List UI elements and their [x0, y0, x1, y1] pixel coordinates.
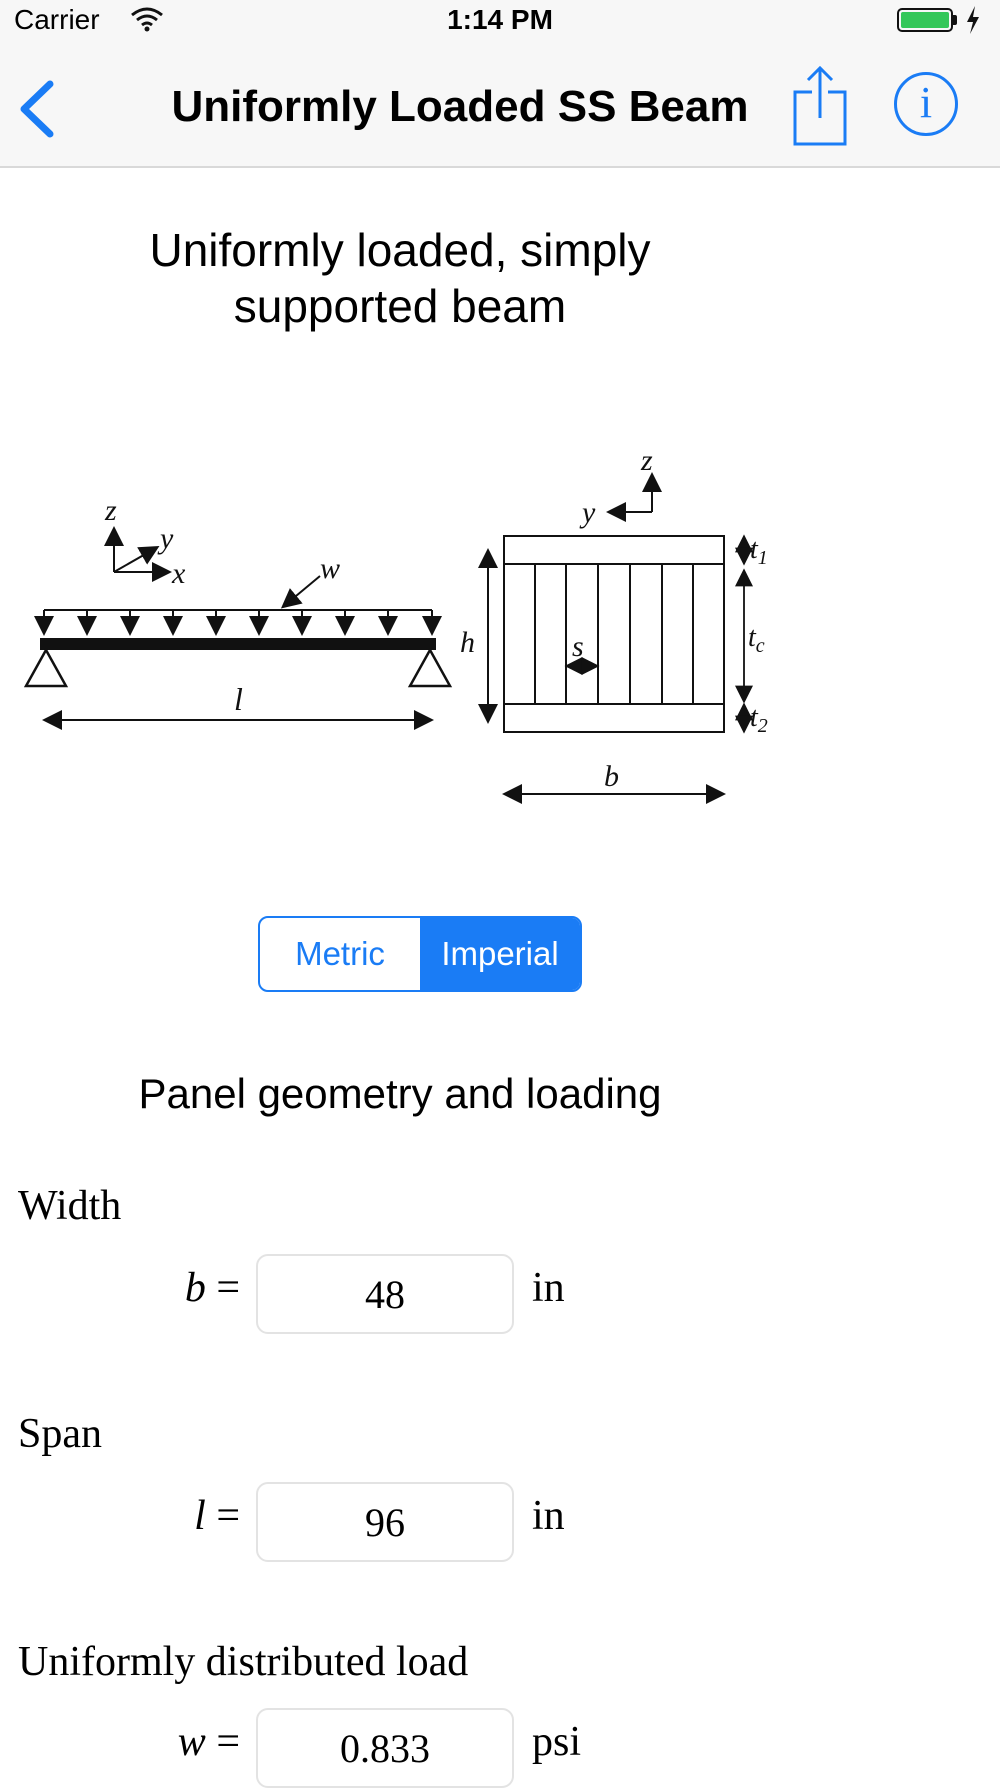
label-t2-base: t	[750, 702, 759, 733]
heading-line-1: Uniformly loaded, simply	[149, 224, 651, 276]
load-row: w = psi	[0, 1708, 1000, 1788]
share-icon	[793, 65, 847, 146]
wifi-icon	[131, 7, 163, 32]
load-symbol-var: w	[177, 1719, 206, 1765]
label-t1-sub: 1	[758, 547, 768, 569]
width-symbol: b =	[184, 1265, 240, 1311]
carrier-label: Carrier	[14, 4, 100, 35]
label-b: b	[604, 760, 619, 793]
label-t2-sub: 2	[758, 715, 768, 737]
label-h: h	[460, 626, 475, 659]
share-button[interactable]	[790, 64, 850, 148]
label-w: w	[320, 552, 340, 585]
section-title: Panel geometry and loading	[138, 1070, 662, 1117]
label-tc-base: t	[748, 622, 757, 653]
units-segmented-control: Metric Imperial	[258, 916, 582, 992]
cross-section	[503, 535, 725, 733]
segment-metric[interactable]: Metric	[295, 935, 385, 972]
beam-diagram: z y x w l z y h	[23, 444, 768, 804]
label-x-left: x	[171, 557, 186, 590]
width-symbol-var: b	[184, 1265, 206, 1311]
heading-line-2: supported beam	[233, 280, 567, 332]
load-unit: psi	[532, 1719, 582, 1765]
width-unit: in	[532, 1265, 565, 1311]
label-t1-base: t	[750, 534, 759, 565]
width-row: b = in	[0, 1254, 1000, 1334]
battery-tip	[953, 15, 957, 25]
span-unit: in	[532, 1493, 565, 1539]
width-input[interactable]	[256, 1254, 514, 1334]
label-t2: t2	[750, 702, 768, 737]
chevron-left-icon	[20, 80, 54, 138]
label-z-left: z	[104, 494, 117, 527]
span-symbol-var: l	[194, 1493, 206, 1539]
info-button[interactable]: i	[894, 72, 958, 136]
section-axes	[606, 472, 662, 522]
charging-bolt-icon	[967, 6, 979, 34]
label-y-section: y	[579, 496, 596, 529]
support-left	[23, 647, 69, 688]
load-symbol: w =	[177, 1719, 240, 1765]
span-row: l = in	[0, 1482, 1000, 1562]
span-symbol: l =	[194, 1493, 240, 1539]
label-s: s	[572, 630, 584, 663]
beam	[40, 638, 436, 650]
status-bar: Carrier 1:14 PM	[0, 0, 1000, 44]
axis-triad	[104, 526, 172, 582]
label-t1: t1	[750, 534, 768, 569]
label-y-left: y	[157, 522, 174, 555]
info-icon: i	[919, 78, 933, 127]
label-l: l	[234, 681, 243, 717]
label-tc: tc	[748, 622, 765, 657]
back-button[interactable]	[14, 78, 60, 140]
navigation-bar: Uniformly Loaded SS Beam i	[0, 44, 1000, 168]
span-input[interactable]	[256, 1482, 514, 1562]
battery-icon	[897, 8, 953, 32]
distributed-load	[34, 609, 442, 636]
label-z-section: z	[640, 444, 653, 477]
segment-imperial[interactable]: Imperial	[420, 918, 580, 990]
width-label: Width	[18, 1183, 122, 1229]
page-heading: Uniformly loaded, simply supported beam	[60, 222, 740, 334]
label-tc-sub: c	[756, 635, 765, 657]
load-input[interactable]	[256, 1708, 514, 1788]
support-right	[407, 647, 453, 688]
span-label: Span	[18, 1411, 102, 1457]
load-label: Uniformly distributed load	[18, 1639, 469, 1685]
status-time: 1:14 PM	[447, 4, 553, 35]
nav-title: Uniformly Loaded SS Beam	[171, 82, 749, 131]
load-pointer	[280, 575, 321, 609]
